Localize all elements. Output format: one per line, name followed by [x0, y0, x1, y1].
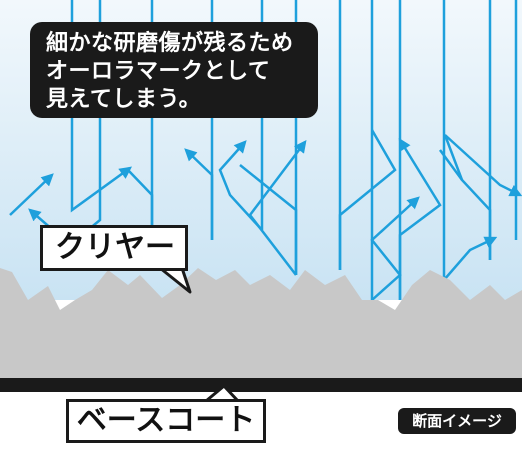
clear-coat-label: クリヤー — [55, 230, 175, 265]
annotation-line: 細かな研磨傷が残るため — [46, 31, 294, 56]
light-ray — [338, 129, 397, 270]
clear-coat-layer — [0, 268, 522, 378]
cross-section-badge: 断面イメージ — [398, 408, 516, 434]
base-coat-label-box — [66, 399, 266, 443]
light-ray — [9, 173, 54, 216]
base-coat-label: ベースコート — [76, 403, 256, 438]
base-coat-layer — [0, 378, 522, 392]
light-ray — [184, 148, 214, 240]
annotation-line: 見えてしまう。 — [46, 87, 202, 112]
light-ray — [218, 140, 263, 231]
light-ray — [70, 166, 133, 213]
light-ray — [442, 220, 498, 284]
light-ray — [248, 140, 307, 276]
annotation-line: オーロラマークとして — [46, 59, 271, 84]
clear-coat-label-box — [40, 225, 188, 271]
annotation-text: 細かな研磨傷が残るため オーロラマークとして 見えてしまう。 — [46, 30, 316, 114]
light-ray — [438, 149, 492, 260]
light-ray — [398, 137, 442, 300]
annotation-callout — [30, 22, 318, 118]
light-ray — [239, 164, 298, 275]
light-ray — [443, 134, 522, 197]
light-ray — [370, 196, 420, 301]
